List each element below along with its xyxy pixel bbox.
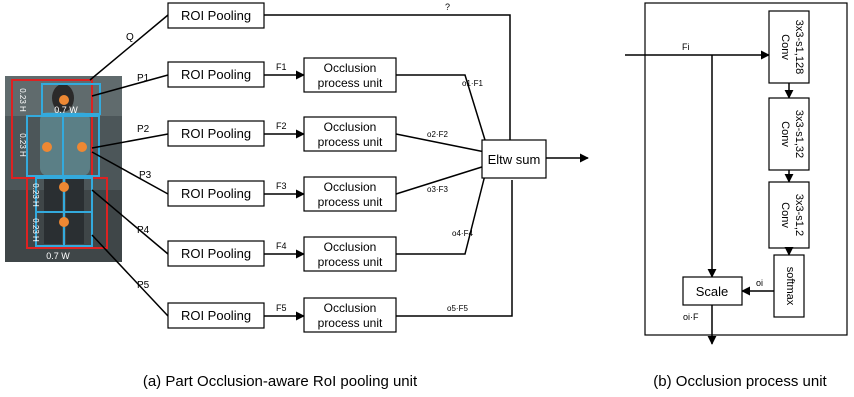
eltw-sum-block: Eltw sum	[481, 139, 547, 179]
keypoint-head	[59, 95, 69, 105]
occlusion-unit-1-line2: process unit	[318, 76, 383, 90]
roi-pooling-2-label: ROI Pooling	[181, 126, 251, 141]
occlusion-unit-3-line2: process unit	[318, 195, 383, 209]
caption-b: (b) Occlusion process unit	[653, 373, 827, 390]
softmax-label: softmax	[784, 267, 796, 306]
conv-3-title: Conv	[779, 202, 791, 228]
keypoint-knee	[59, 217, 69, 227]
keypoint-hip	[59, 182, 69, 192]
oi-label: oi	[756, 278, 763, 288]
sum-connectors	[264, 14, 589, 317]
roi-pooling-4-label: ROI Pooling	[181, 246, 251, 261]
input-label-p4: P4	[137, 225, 150, 236]
pedestrian-photo: 0.7 W 0.7 W 0.23 H 0.23 H 0.23 H 0.23 H	[5, 76, 122, 262]
occlusion-unit-3: Occlusion process unit	[303, 176, 397, 212]
conv-2-title: Conv	[779, 121, 791, 147]
conv-block-2: Conv 3x3-s1,32	[768, 97, 810, 171]
weighted-label-5: o5·F5	[447, 304, 468, 313]
weighted-label-4: o4·F4	[452, 229, 473, 238]
photo-label-side-mid: 0.23 H	[18, 133, 27, 157]
occlusion-unit-2-line2: process unit	[318, 135, 383, 149]
occlusion-unit-2: Occlusion process unit	[303, 116, 397, 152]
input-label-q: Q	[126, 32, 134, 43]
roi-pooling-1: ROI Pooling	[167, 61, 265, 88]
input-label-p1: P1	[137, 73, 150, 84]
head-region-box	[41, 83, 101, 115]
roi-pooling-5: ROI Pooling	[167, 302, 265, 329]
conv-1-spec: 3x3-s1,128	[793, 20, 805, 74]
roi-pooling-q: ROI Pooling	[167, 2, 265, 29]
input-connectors	[89, 14, 169, 317]
conv-block-3: Conv 3x3-s1,2	[768, 181, 810, 249]
panel-a: 0.7 W 0.7 W 0.23 H 0.23 H 0.23 H 0.23 H …	[5, 2, 589, 390]
occlusion-unit-5-line2: process unit	[318, 316, 383, 330]
conv-3-spec: 3x3-s1,2	[793, 194, 805, 236]
top-output-label: ?	[445, 2, 450, 12]
panel-b-frame	[644, 2, 848, 336]
occlusion-unit-4: Occlusion process unit	[303, 236, 397, 272]
occlusion-unit-4-line1: Occlusion	[324, 240, 377, 254]
photo-label-bottom-width: 0.7 W	[46, 251, 70, 261]
roi-pooling-q-label: ROI Pooling	[181, 8, 251, 23]
occlusion-unit-1-line1: Occlusion	[324, 61, 377, 75]
roi-pooling-3-label: ROI Pooling	[181, 186, 251, 201]
roi-pooling-5-label: ROI Pooling	[181, 308, 251, 323]
input-label-p5: P5	[137, 280, 150, 291]
roi-pooling-4: ROI Pooling	[167, 240, 265, 267]
feature-label-f4: F4	[276, 241, 287, 251]
conv-block-1: Conv 3x3-s1,128	[768, 10, 810, 84]
roi-pooling-1-label: ROI Pooling	[181, 67, 251, 82]
feature-arrows	[264, 70, 305, 321]
eltw-sum-label: Eltw sum	[488, 152, 541, 167]
softmax-block: softmax	[773, 254, 805, 318]
photo-label-side-top: 0.23 H	[18, 88, 27, 112]
conv-1-title: Conv	[779, 34, 791, 60]
photo-label-side-low: 0.23 H	[31, 183, 40, 207]
weighted-label-3: o3·F3	[427, 185, 448, 194]
roi-pooling-2: ROI Pooling	[167, 120, 265, 147]
input-label-p2: P2	[137, 124, 150, 135]
weighted-label-1: o1·F1	[462, 79, 483, 88]
caption-a: (a) Part Occlusion-aware RoI pooling uni…	[143, 373, 418, 390]
occlusion-unit-2-line1: Occlusion	[324, 120, 377, 134]
conv-2-spec: 3x3-s1,32	[793, 110, 805, 158]
panel-b: Fi Conv 3x3-s1,128 Conv 3x3-s1,32 Conv 3…	[625, 2, 848, 390]
feature-label-f3: F3	[276, 181, 287, 191]
occlusion-unit-3-line1: Occlusion	[324, 180, 377, 194]
output-label: oi·F	[683, 312, 699, 322]
feature-label-f2: F2	[276, 121, 287, 131]
occlusion-unit-1: Occlusion process unit	[303, 57, 397, 93]
occlusion-unit-5: Occlusion process unit	[303, 297, 397, 333]
keypoint-shoulder-right	[77, 142, 87, 152]
occlusion-unit-4-line2: process unit	[318, 255, 383, 269]
scale-label: Scale	[696, 284, 729, 299]
photo-label-side-bottom: 0.23 H	[31, 218, 40, 242]
roi-pooling-3: ROI Pooling	[167, 180, 265, 207]
input-label-p3: P3	[139, 170, 152, 181]
occlusion-unit-5-line1: Occlusion	[324, 301, 377, 315]
weighted-label-2: o2·F2	[427, 130, 448, 139]
feature-label-f1: F1	[276, 62, 287, 72]
feature-label-f5: F5	[276, 303, 287, 313]
photo-label-top-width: 0.7 W	[54, 105, 78, 115]
scale-block: Scale	[682, 276, 743, 306]
keypoint-shoulder-left	[42, 142, 52, 152]
input-label-fi: Fi	[682, 42, 690, 52]
